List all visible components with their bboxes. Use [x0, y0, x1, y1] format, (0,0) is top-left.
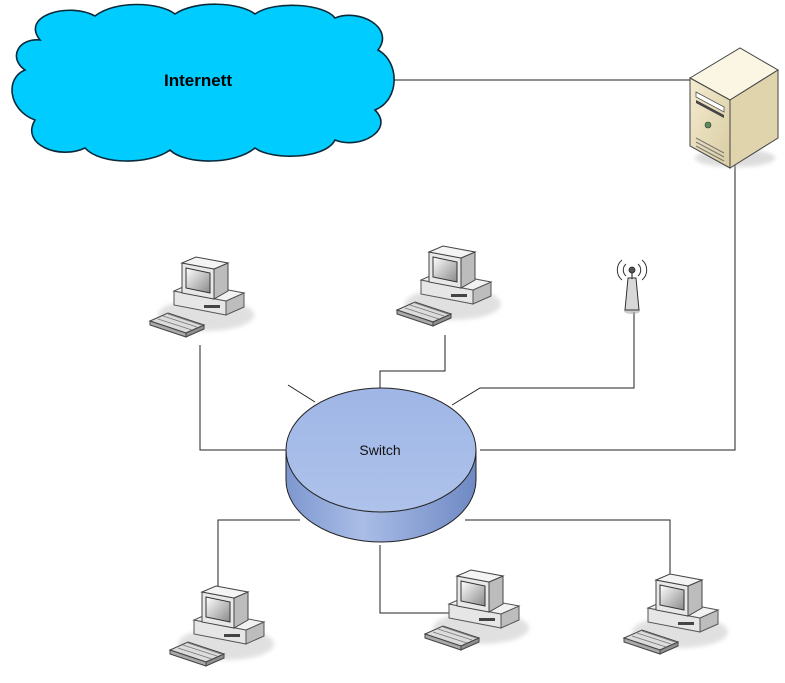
wire-pc-bottom-center	[379, 545, 453, 614]
wire-pc-bottom-left	[217, 519, 300, 605]
workstation-bottom-left	[170, 586, 274, 666]
desktop-computer-icon	[170, 586, 274, 666]
switch-icon	[285, 387, 477, 543]
switch-label: Switch	[359, 442, 400, 458]
desktop-computer-icon	[397, 246, 501, 326]
server-tower-icon	[688, 47, 779, 169]
antenna-icon	[616, 259, 648, 314]
wire-server-switch	[480, 165, 736, 451]
workstation-top-center	[397, 246, 501, 326]
cloud-label: Internett	[164, 71, 232, 90]
wire-stub	[287, 384, 316, 403]
desktop-computer-icon	[624, 574, 728, 654]
workstation-top-left	[150, 257, 254, 337]
switch: Switch	[285, 387, 477, 543]
wire-antenna	[451, 312, 635, 406]
wire-pc-top-left	[199, 345, 290, 451]
wire-pc-top-center	[379, 335, 446, 390]
desktop-computer-icon	[425, 570, 529, 650]
connection-lines	[199, 79, 736, 614]
wireless-access-point	[616, 259, 648, 314]
cloud-icon	[11, 3, 395, 162]
workstation-bottom-right	[624, 574, 728, 654]
internet-cloud: Internett	[11, 3, 395, 162]
server	[688, 47, 779, 169]
workstation-bottom-center	[425, 570, 529, 650]
wire-pc-bottom-right	[465, 519, 671, 590]
desktop-computer-icon	[150, 257, 254, 337]
